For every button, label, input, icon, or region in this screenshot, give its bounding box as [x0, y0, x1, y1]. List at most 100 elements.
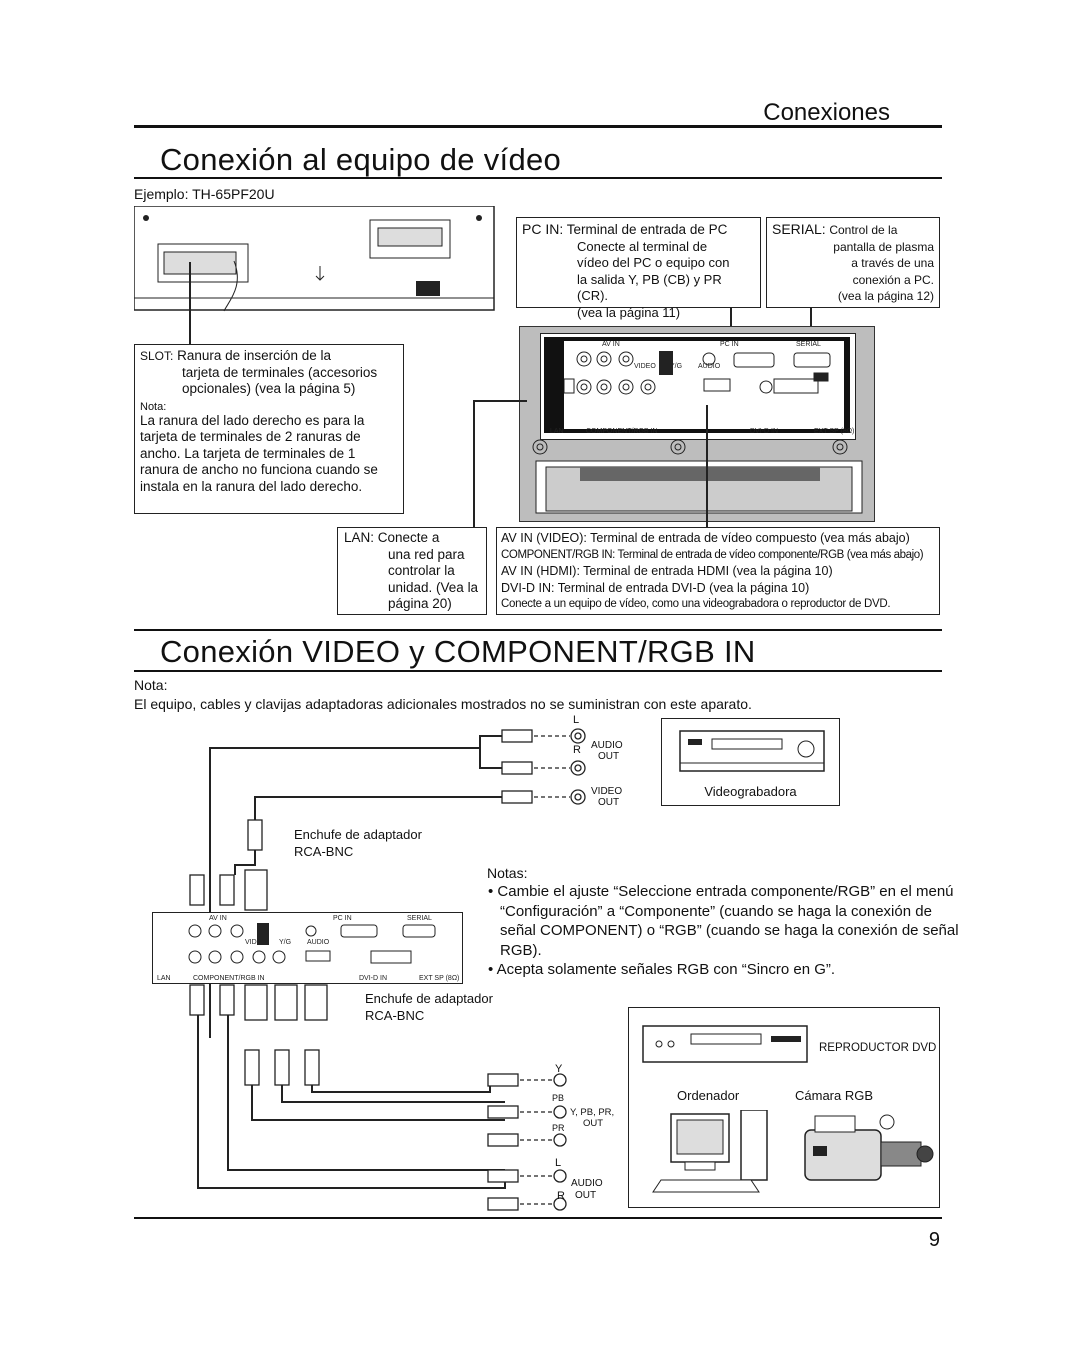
notes-item-1: • Cambie el ajuste “Seleccione entrada c…: [488, 883, 959, 959]
pc-in-line: Conecte al terminal de: [577, 238, 708, 254]
av-line: AV IN (VIDEO): Terminal de entrada de ví…: [501, 531, 910, 545]
av-in-label: AV IN: [602, 341, 620, 348]
pc-in-line: la salida Y, PB (CB) y PR (CR).: [577, 271, 722, 304]
serial-line: (vea la página 12): [837, 289, 934, 303]
audio2-out: OUT: [575, 1190, 597, 1201]
serial-small-label: SERIAL: [407, 915, 432, 922]
av-line: Conecte a un equipo de vídeo, como una v…: [501, 598, 891, 610]
lan-line: página 20): [388, 596, 452, 611]
header-rule: [134, 125, 942, 128]
dvd-icon: [642, 1025, 808, 1063]
ypbpr-out: OUT: [583, 1118, 604, 1129]
serial-line: Control de la: [829, 223, 898, 237]
video-out-out: OUT: [598, 797, 620, 808]
slot-note-line: tarjeta de terminales de 2 ranuras de: [140, 429, 361, 444]
serial-panel-label: SERIAL: [796, 341, 821, 348]
page-number: 9: [928, 1229, 940, 1251]
audio-out-r: R: [573, 744, 581, 756]
serial-label: SERIAL:: [772, 221, 826, 237]
panel-lower: [532, 439, 863, 514]
lan-pointer-v: [473, 400, 475, 528]
slot-note-label: Nota:: [140, 400, 167, 413]
ypbpr-label: Y, PB, PR,: [570, 1107, 615, 1118]
ext-sp-small-label: EXT SP (8Ω): [419, 975, 460, 982]
dvd-label: REPRODUCTOR DVD: [819, 1042, 937, 1054]
slot-label: SLOT:: [140, 349, 174, 363]
dvi-label: DVI-D IN: [750, 428, 778, 435]
serial-line: pantalla de plasma: [833, 239, 934, 254]
devices-box: REPRODUCTOR DVD Ordenador Cámara RGB: [628, 1007, 940, 1208]
ext-sp-label: EXT SP (8Ω): [814, 428, 855, 435]
audio2-audio: AUDIO: [571, 1178, 603, 1189]
audio2-r: R: [557, 1190, 565, 1202]
slot-line: opcionales) (vea la página 5): [182, 381, 356, 396]
av-line: DVI-D IN: Terminal de entrada DVI-D (vea…: [501, 580, 810, 595]
serial-callout: SERIAL: Control de la pantalla de plasma…: [766, 217, 940, 308]
av-callout: AV IN (VIDEO): Terminal de entrada de ví…: [496, 527, 940, 615]
audio-label: AUDIO: [698, 363, 721, 370]
computer-label: Ordenador: [677, 1088, 740, 1103]
adapter-label-1: Enchufe de adaptador: [294, 827, 422, 842]
adapter-label-2: Enchufe de adaptador: [365, 991, 493, 1006]
slot-line: tarjeta de terminales (accesorios: [182, 364, 378, 380]
yg-small-label: Y/G: [279, 939, 292, 946]
connection-diagram: [189, 728, 586, 1211]
section-header: Conexiones: [763, 99, 890, 126]
av-pointer: [706, 405, 708, 527]
av-in-small-label: AV IN: [209, 915, 227, 922]
pc-in-line: vídeo del PC o equipo con: [577, 255, 730, 270]
notes-item-2-text: Acepta solamente señales RGB con “Sincro…: [496, 961, 836, 978]
small-jacks: [188, 923, 436, 964]
title-rule: [134, 177, 942, 179]
slot-note-line: ranura de ancho no funciona cuando se: [140, 462, 378, 477]
camera-label: Cámara RGB: [795, 1088, 874, 1103]
pc-in-line: (vea la página 11): [577, 304, 681, 320]
lan-callout: LAN: Conecte a una red para controlar la…: [337, 527, 487, 615]
y-label: Y: [555, 1063, 563, 1075]
av-line: AV IN (HDMI): Terminal de entrada HDMI (…: [501, 564, 833, 578]
audio-out-l: L: [573, 714, 580, 726]
lan-small-label: LAN: [157, 975, 171, 982]
slot-line: Ranura de inserción de la: [177, 348, 331, 363]
vcr-label: Videograbadora: [704, 784, 797, 799]
lan-label: LAN: [550, 428, 564, 435]
component-label: COMPONENT/RGB IN: [586, 428, 658, 435]
page-title: Conexión al equipo de vídeo: [160, 142, 562, 177]
slot-pointer-line: [189, 262, 191, 344]
slot-note-line: instala en la ranura del lado derecho.: [140, 478, 363, 494]
av-line: COMPONENT/RGB IN: Terminal de entrada de…: [501, 548, 924, 561]
audio2-l: L: [555, 1157, 562, 1169]
pc-in-small-label: PC IN: [333, 915, 352, 922]
serial-line: conexión a PC.: [852, 272, 934, 287]
notes-item-2: • Acepta solamente señales RGB con “Sinc…: [488, 961, 836, 978]
video-label: VIDEO: [634, 363, 656, 370]
slot-note-line: La ranura del lado derecho es para la: [140, 412, 365, 428]
serial-line: a través de una: [851, 256, 934, 270]
dvi-small-label: DVI-D IN: [359, 975, 387, 982]
lan-pointer-h: [473, 400, 527, 402]
lan-line: controlar la: [388, 563, 455, 578]
pc-in-label: PC IN:: [522, 221, 564, 237]
lan-line: unidad. (Vea la: [388, 579, 479, 595]
section2-note-label: Nota:: [134, 677, 168, 693]
adapter-label-1b: RCA-BNC: [294, 844, 354, 859]
pc-in-line: Terminal de entrada de PC: [566, 222, 728, 237]
pr-label: PR: [552, 1123, 565, 1133]
slot-callout: SLOT: Ranura de inserción de la tarjeta …: [134, 344, 404, 514]
vcr-icon: [679, 730, 825, 772]
footer-rule: [134, 1217, 942, 1219]
section2-note-text: El equipo, cables y clavijas adaptadoras…: [134, 696, 752, 712]
section2-top-rule: [134, 629, 942, 631]
pc-in-callout: PC IN: Terminal de entrada de PC Conecte…: [516, 217, 761, 320]
audio-small-label: AUDIO: [307, 939, 330, 946]
notes-item-1-text: Cambie el ajuste “Seleccione entrada com…: [497, 883, 959, 959]
terminal-panel-small: AV IN PC IN SERIAL VIDEO Y/G AUDIO LAN C…: [152, 912, 463, 984]
lan-line: una red para: [388, 546, 465, 562]
terminal-panel: AV IN PC IN SERIAL VIDEO Y/G AUDIO LAN C…: [519, 326, 875, 522]
jack-layout: [564, 351, 831, 395]
computer-icon: [652, 1110, 768, 1193]
section2-title: Conexión VIDEO y COMPONENT/RGB IN: [160, 634, 756, 669]
notes-label: Notas:: [487, 865, 528, 881]
component-small-label: COMPONENT/RGB IN: [193, 975, 265, 982]
slot-note-line: ancho. La tarjeta de terminales de 1: [140, 445, 356, 461]
